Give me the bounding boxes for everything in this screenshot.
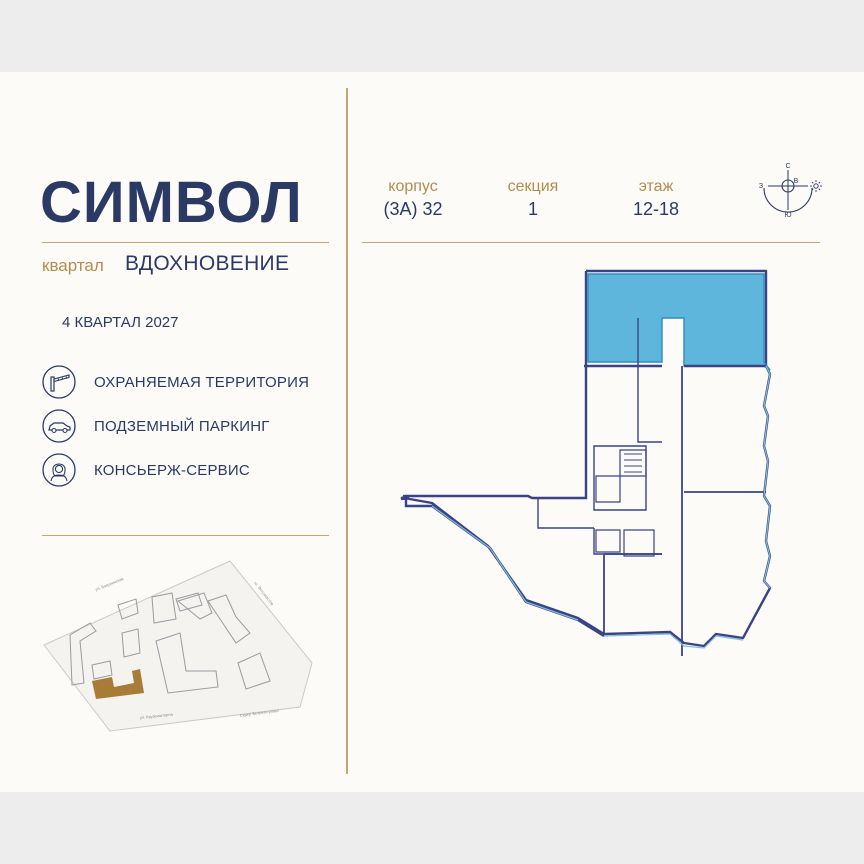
logo-divider: [42, 242, 329, 243]
section-label: секция: [507, 178, 559, 195]
header-building: корпус (3А) 32: [353, 178, 473, 220]
section-value: 1: [527, 199, 538, 219]
sun-icon: [810, 180, 822, 192]
header-divider: [362, 242, 820, 243]
feature-label: ОХРАНЯЕМАЯ ТЕРРИТОРИЯ: [94, 373, 310, 391]
barrier-icon: [42, 365, 76, 399]
brand-logo: СИМВОЛ: [40, 170, 303, 235]
compass-rose: С З В Ю: [759, 163, 822, 219]
floor-value: 12-18: [632, 199, 680, 219]
vertical-divider: [346, 88, 348, 774]
features-divider: [42, 535, 329, 536]
floor-label: этаж: [638, 178, 674, 195]
street-bottom-label: ул. Крузенштерна: [140, 711, 174, 720]
compass-east: В: [794, 178, 799, 185]
feature-secured-territory: ОХРАНЯЕМАЯ ТЕРРИТОРИЯ: [42, 364, 342, 400]
building-value: (3А) 32: [383, 199, 443, 219]
building-marker: [92, 669, 144, 699]
floor-plan: [400, 269, 772, 656]
header-floor: этаж 12-18: [596, 178, 716, 220]
car-icon: [42, 409, 76, 443]
header-section: секция 1: [473, 178, 593, 220]
compass-west: З: [759, 183, 763, 190]
feature-label: ПОДЗЕМНЫЙ ПАРКИНГ: [94, 417, 270, 435]
quarter-label: квартал: [42, 256, 104, 275]
quarter-name: ВДОХНОВЕНИЕ: [125, 252, 290, 275]
apartment-highlight[interactable]: [587, 273, 771, 371]
park-label: Сквер Зеленая роща: [239, 708, 279, 718]
concierge-icon: [42, 453, 76, 487]
street-top-label: ул. Бакунинская: [95, 576, 125, 592]
building-label: корпус: [388, 178, 438, 195]
compass-north: С: [785, 163, 790, 170]
site-map: ул. Бакунинская ш. Энтузиастов ул. Крузе…: [43, 560, 313, 732]
feature-underground-parking: ПОДЗЕМНЫЙ ПАРКИНГ: [42, 408, 342, 444]
feature-label: КОНСЬЕРЖ-СЕРВИС: [94, 461, 250, 479]
feature-concierge: КОНСЬЕРЖ-СЕРВИС: [42, 452, 342, 488]
completion-date: 4 КВАРТАЛ 2027: [62, 314, 179, 331]
compass-south: Ю: [784, 212, 791, 219]
